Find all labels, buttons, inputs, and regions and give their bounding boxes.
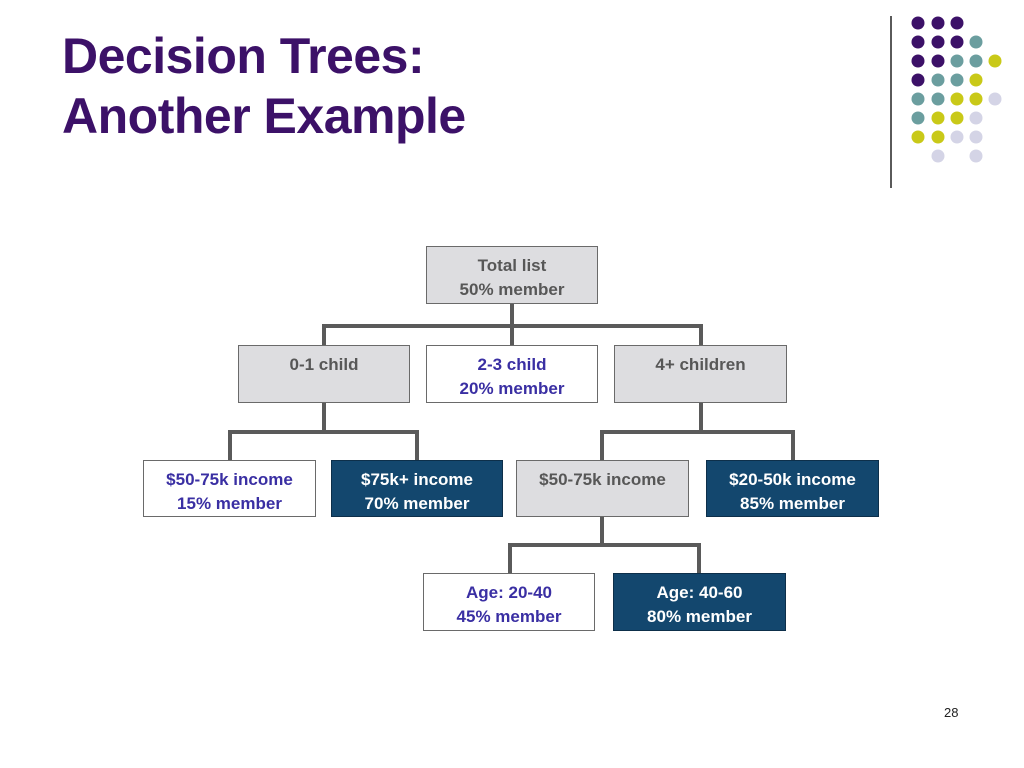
node-label: Age: 20-40 xyxy=(466,583,552,602)
slide-title-line-2: Another Example xyxy=(62,88,466,144)
decorative-dot xyxy=(950,54,964,68)
node-4-plus-children: 4+ children xyxy=(614,345,787,403)
node-value: 20% member xyxy=(459,379,565,398)
node-income-20-50k: $20-50k income 85% member xyxy=(706,460,879,517)
decorative-dot xyxy=(969,130,983,144)
decorative-dot xyxy=(911,16,925,30)
connector-child-0-1 xyxy=(228,403,419,460)
decorative-dot xyxy=(911,73,925,87)
decorative-dot xyxy=(931,54,945,68)
node-label: 0-1 child xyxy=(289,355,359,374)
slide-title-line-1: Decision Trees: xyxy=(62,28,425,84)
node-2-3-child: 2-3 child 20% member xyxy=(426,345,598,403)
connector-child-4-plus xyxy=(600,403,795,460)
decorative-dot xyxy=(950,73,964,87)
decorative-dot xyxy=(950,111,964,125)
decorative-dot xyxy=(931,35,945,49)
decorative-dot xyxy=(911,35,925,49)
decorative-dot xyxy=(931,149,945,163)
decorative-dot xyxy=(988,54,1002,68)
node-label: $50-75k income xyxy=(539,470,666,489)
node-income-75k-plus: $75k+ income 70% member xyxy=(331,460,503,517)
decorative-dot xyxy=(950,130,964,144)
node-label: $50-75k income xyxy=(166,470,293,489)
decorative-dot xyxy=(911,111,925,125)
node-value: 70% member xyxy=(364,494,470,513)
node-0-1-child: 0-1 child xyxy=(238,345,410,403)
decorative-dot xyxy=(931,130,945,144)
connector-income-50-75 xyxy=(508,517,701,573)
node-value: 85% member xyxy=(740,494,845,513)
decorative-dot xyxy=(931,73,945,87)
node-label: Age: 40-60 xyxy=(656,583,743,602)
decorative-dot xyxy=(931,16,945,30)
decorative-dot xyxy=(911,130,925,144)
decorative-dot xyxy=(911,54,925,68)
node-age-20-40: Age: 20-40 45% member xyxy=(423,573,595,631)
node-label: $75k+ income xyxy=(361,470,473,489)
decorative-dot xyxy=(969,92,983,106)
decorative-dot xyxy=(911,92,925,106)
node-label: 2-3 child xyxy=(477,355,547,374)
node-age-40-60: Age: 40-60 80% member xyxy=(613,573,786,631)
decorative-dot xyxy=(969,111,983,125)
node-income-50-75k-low-children: $50-75k income 15% member xyxy=(143,460,316,517)
page-number: 28 xyxy=(944,705,959,720)
decorative-dot xyxy=(969,73,983,87)
node-label: $20-50k income xyxy=(729,470,856,489)
decorative-dot xyxy=(950,92,964,106)
decorative-dot xyxy=(931,92,945,106)
decorative-dot-grid xyxy=(911,16,1002,163)
node-label: Total list xyxy=(477,256,547,275)
decorative-dot xyxy=(988,92,1002,106)
decorative-dot xyxy=(969,35,983,49)
node-value: 45% member xyxy=(456,607,562,626)
decorative-dot xyxy=(969,149,983,163)
slide-title: Decision Trees: Another Example xyxy=(62,26,466,146)
node-total-list: Total list 50% member xyxy=(426,246,598,304)
node-income-50-75k-many-children: $50-75k income xyxy=(516,460,689,517)
node-value: 80% member xyxy=(647,607,752,626)
connector-root xyxy=(322,304,703,345)
decorative-dot xyxy=(950,16,964,30)
decorative-dot xyxy=(931,111,945,125)
node-value: 15% member xyxy=(177,494,282,513)
node-value: 50% member xyxy=(459,280,565,299)
decorative-dot xyxy=(950,35,964,49)
decorative-dot xyxy=(969,54,983,68)
node-label: 4+ children xyxy=(655,355,746,374)
decorative-divider xyxy=(890,16,892,188)
